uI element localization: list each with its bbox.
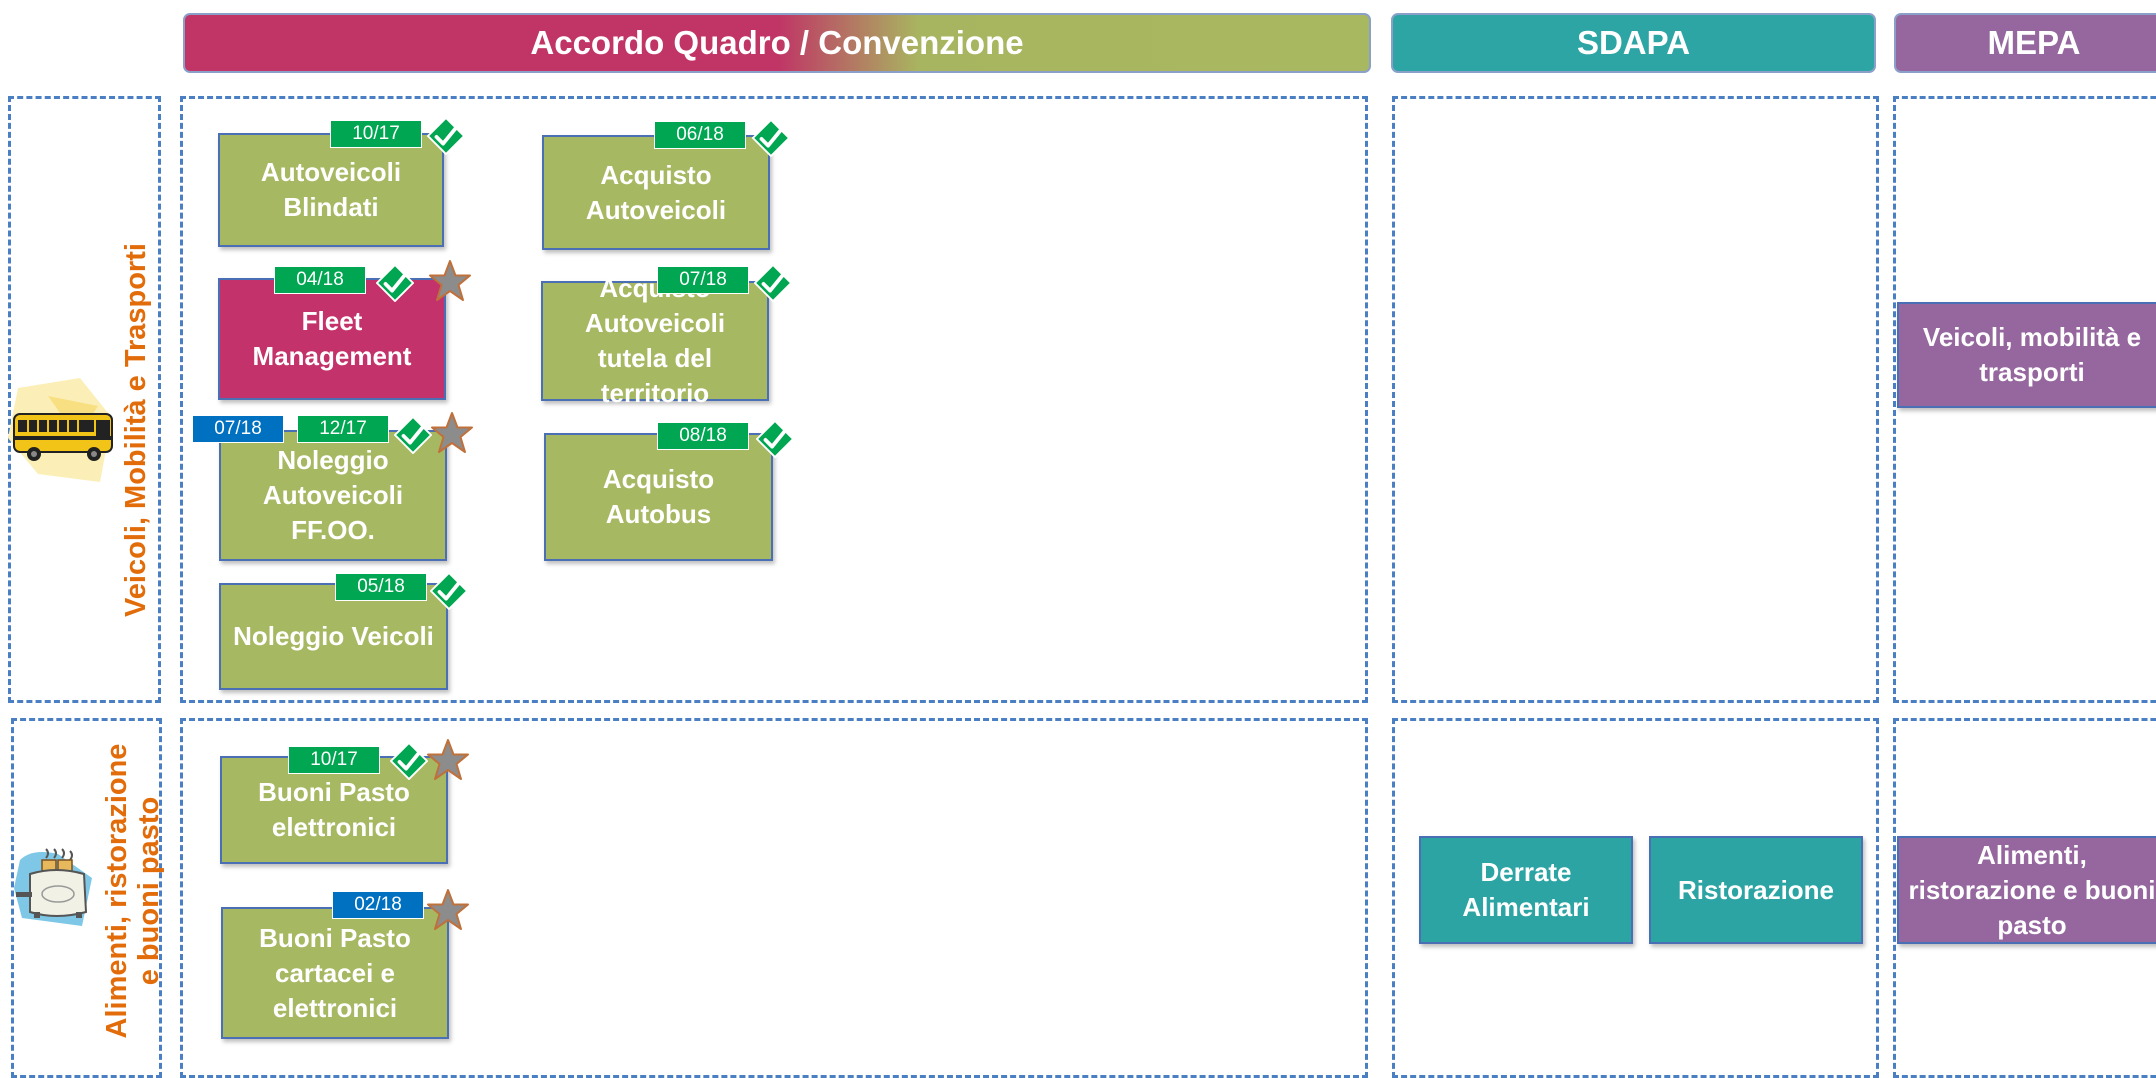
tile-fleet-management-label: Fleet Management: [252, 306, 412, 371]
school-bus-icon: [8, 378, 113, 482]
tile-mepa-alimenti-label: Alimenti, ristorazione e buoni pasto: [1908, 839, 2156, 940]
header-mepa: MEPA: [1894, 13, 2156, 73]
row-veicoli-sdapa-frame: [1392, 96, 1879, 703]
header-mepa-label: MEPA: [1987, 24, 2081, 61]
checkmark-icon: [754, 264, 792, 302]
row-veicoli-label-frame: [8, 96, 161, 703]
checkmark-icon: [376, 264, 414, 302]
tile-buoni-cartacei-label: Buoni Pasto cartacei e elettronici: [259, 922, 411, 1023]
tile-acquisto-autobus[interactable]: Acquisto Autobus: [544, 433, 773, 561]
tile-mepa-veicoli[interactable]: Veicoli, mobilità e trasporti: [1897, 302, 2156, 408]
tile-derrate-alimentari[interactable]: Derrate Alimentari: [1419, 836, 1633, 944]
checkmark-icon: [752, 119, 790, 157]
header-accordo-quadro: Accordo Quadro / Convenzione: [183, 13, 1371, 73]
tile-noleggio-autoveicoli-ffoo[interactable]: Noleggio Autoveicoli FF.OO.: [219, 430, 447, 561]
tile-mepa-alimenti[interactable]: Alimenti, ristorazione e buoni pasto: [1897, 836, 2156, 944]
row-veicoli-accordo-frame: [180, 96, 1368, 703]
tile-mepa-veicoli-label: Veicoli, mobilità e trasporti: [1922, 322, 2142, 387]
header-sdapa-label: SDAPA: [1576, 24, 1691, 61]
row-label-veicoli: Veicoli, Mobilità e Trasporti: [120, 243, 152, 617]
row-label-alimenti-line1: Alimenti, ristorazione: [101, 743, 133, 1039]
date-badge: 05/18: [335, 573, 427, 601]
date-badge: 12/17: [297, 415, 389, 443]
star-icon: [426, 738, 470, 782]
checkmark-icon: [427, 117, 465, 155]
date-badge-blue: 07/18: [192, 415, 284, 443]
date-badge: 07/18: [657, 266, 749, 294]
star-icon: [428, 259, 472, 303]
row-label-alimenti: Alimenti, ristorazione e buoni pasto: [101, 744, 165, 1039]
header-sdapa: SDAPA: [1391, 13, 1876, 73]
tile-derrate-label: Derrate Alimentari: [1462, 857, 1590, 922]
tile-autoveicoli-blindati[interactable]: Autoveicoli Blindati: [218, 133, 444, 247]
date-badge: 10/17: [330, 120, 422, 148]
tile-acquisto-autoveicoli[interactable]: Acquisto Autoveicoli: [542, 135, 770, 250]
tile-acquisto-autobus-label: Acquisto Autobus: [602, 464, 715, 529]
date-badge: 04/18: [274, 266, 366, 294]
row-label-veicoli-text: Veicoli, Mobilità e Trasporti: [120, 243, 152, 617]
checkmark-icon: [756, 420, 794, 458]
tile-buoni-pasto-cartacei[interactable]: Buoni Pasto cartacei e elettronici: [221, 907, 449, 1039]
star-icon: [430, 411, 474, 455]
tile-autoveicoli-blindati-label: Autoveicoli Blindati: [260, 157, 402, 222]
checkmark-icon: [390, 742, 428, 780]
date-badge: 08/18: [657, 422, 749, 450]
date-badge: 06/18: [654, 121, 746, 149]
header-accordo-label: Accordo Quadro / Convenzione: [530, 24, 1024, 61]
tile-acquisto-tutela-label: Acquisto Autoveicoli tutela del territor…: [584, 273, 726, 408]
tile-acquisto-autoveicoli-label: Acquisto Autoveicoli: [585, 159, 727, 225]
date-badge-blue: 02/18: [332, 891, 424, 919]
tile-noleggio-ffoo-label: Noleggio Autoveicoli FF.OO.: [262, 445, 404, 545]
tile-buoni-elettronici-label: Buoni Pasto elettronici: [258, 777, 410, 842]
toaster-icon: [14, 848, 92, 926]
row-veicoli-mepa-frame: [1893, 96, 2156, 703]
tile-fleet-management[interactable]: Fleet Management: [218, 278, 446, 400]
date-badge: 10/17: [288, 746, 380, 774]
star-icon: [426, 888, 470, 932]
tile-ristorazione-label: Ristorazione: [1677, 874, 1835, 905]
checkmark-icon: [430, 572, 468, 610]
tile-noleggio-veicoli-label: Noleggio Veicoli: [233, 621, 434, 651]
checkmark-icon: [394, 416, 432, 454]
tile-acquisto-autoveicoli-tutela[interactable]: Acquisto Autoveicoli tutela del territor…: [541, 273, 769, 408]
row-label-alimenti-line2: e buoni pasto: [133, 796, 165, 986]
tile-ristorazione[interactable]: Ristorazione: [1649, 836, 1863, 944]
